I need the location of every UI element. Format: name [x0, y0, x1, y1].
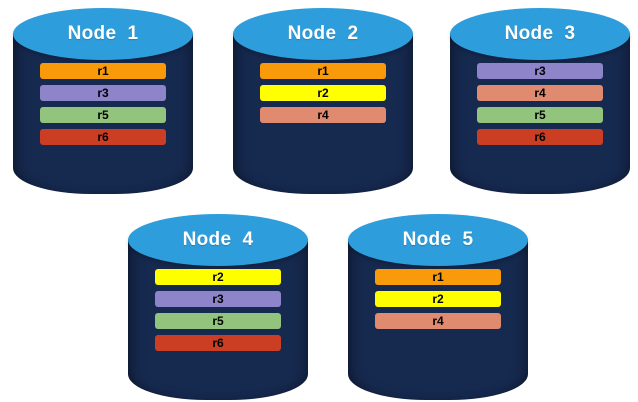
- replica-bar[interactable]: r6: [40, 129, 166, 145]
- node-top-disc: [13, 8, 193, 60]
- replica-list: r1 r2 r4: [260, 63, 386, 123]
- node-title: Node 2: [287, 23, 359, 44]
- replica-bar[interactable]: r2: [155, 269, 281, 285]
- replica-bar[interactable]: r1: [260, 63, 386, 79]
- node-title: Node 1: [67, 23, 139, 44]
- database-node-cylinder[interactable]: Node 4 r2 r3 r5 r6: [128, 214, 308, 400]
- replica-bar[interactable]: r2: [375, 291, 501, 307]
- node-top-disc: [450, 8, 630, 60]
- replica-bar[interactable]: r4: [260, 107, 386, 123]
- node-title: Node 5: [402, 229, 474, 250]
- replica-bar[interactable]: r4: [375, 313, 501, 329]
- replica-bar[interactable]: r6: [477, 129, 603, 145]
- replica-list: r2 r3 r5 r6: [155, 269, 281, 351]
- replica-bar[interactable]: r1: [375, 269, 501, 285]
- node-top-disc: [233, 8, 413, 60]
- replica-bar[interactable]: r5: [477, 107, 603, 123]
- database-node-cylinder[interactable]: Node 2 r1 r2 r4: [233, 8, 413, 194]
- database-node-cylinder[interactable]: Node 5 r1 r2 r4: [348, 214, 528, 400]
- replica-bar[interactable]: r5: [40, 107, 166, 123]
- node-title: Node 4: [182, 229, 254, 250]
- replica-bar[interactable]: r1: [40, 63, 166, 79]
- replica-bar[interactable]: r3: [477, 63, 603, 79]
- replica-bar[interactable]: r5: [155, 313, 281, 329]
- replica-list: r3 r4 r5 r6: [477, 63, 603, 145]
- database-node-cylinder[interactable]: Node 1 r1 r3 r5 r6: [13, 8, 193, 194]
- replica-list: r1 r2 r4: [375, 269, 501, 329]
- replica-list: r1 r3 r5 r6: [40, 63, 166, 145]
- replica-bar[interactable]: r3: [40, 85, 166, 101]
- replica-bar[interactable]: r3: [155, 291, 281, 307]
- replica-bar[interactable]: r6: [155, 335, 281, 351]
- database-node-cylinder[interactable]: Node 3 r3 r4 r5 r6: [450, 8, 630, 194]
- node-top-disc: [348, 214, 528, 266]
- replica-bar[interactable]: r4: [477, 85, 603, 101]
- replica-bar[interactable]: r2: [260, 85, 386, 101]
- node-top-disc: [128, 214, 308, 266]
- node-title: Node 3: [504, 23, 576, 44]
